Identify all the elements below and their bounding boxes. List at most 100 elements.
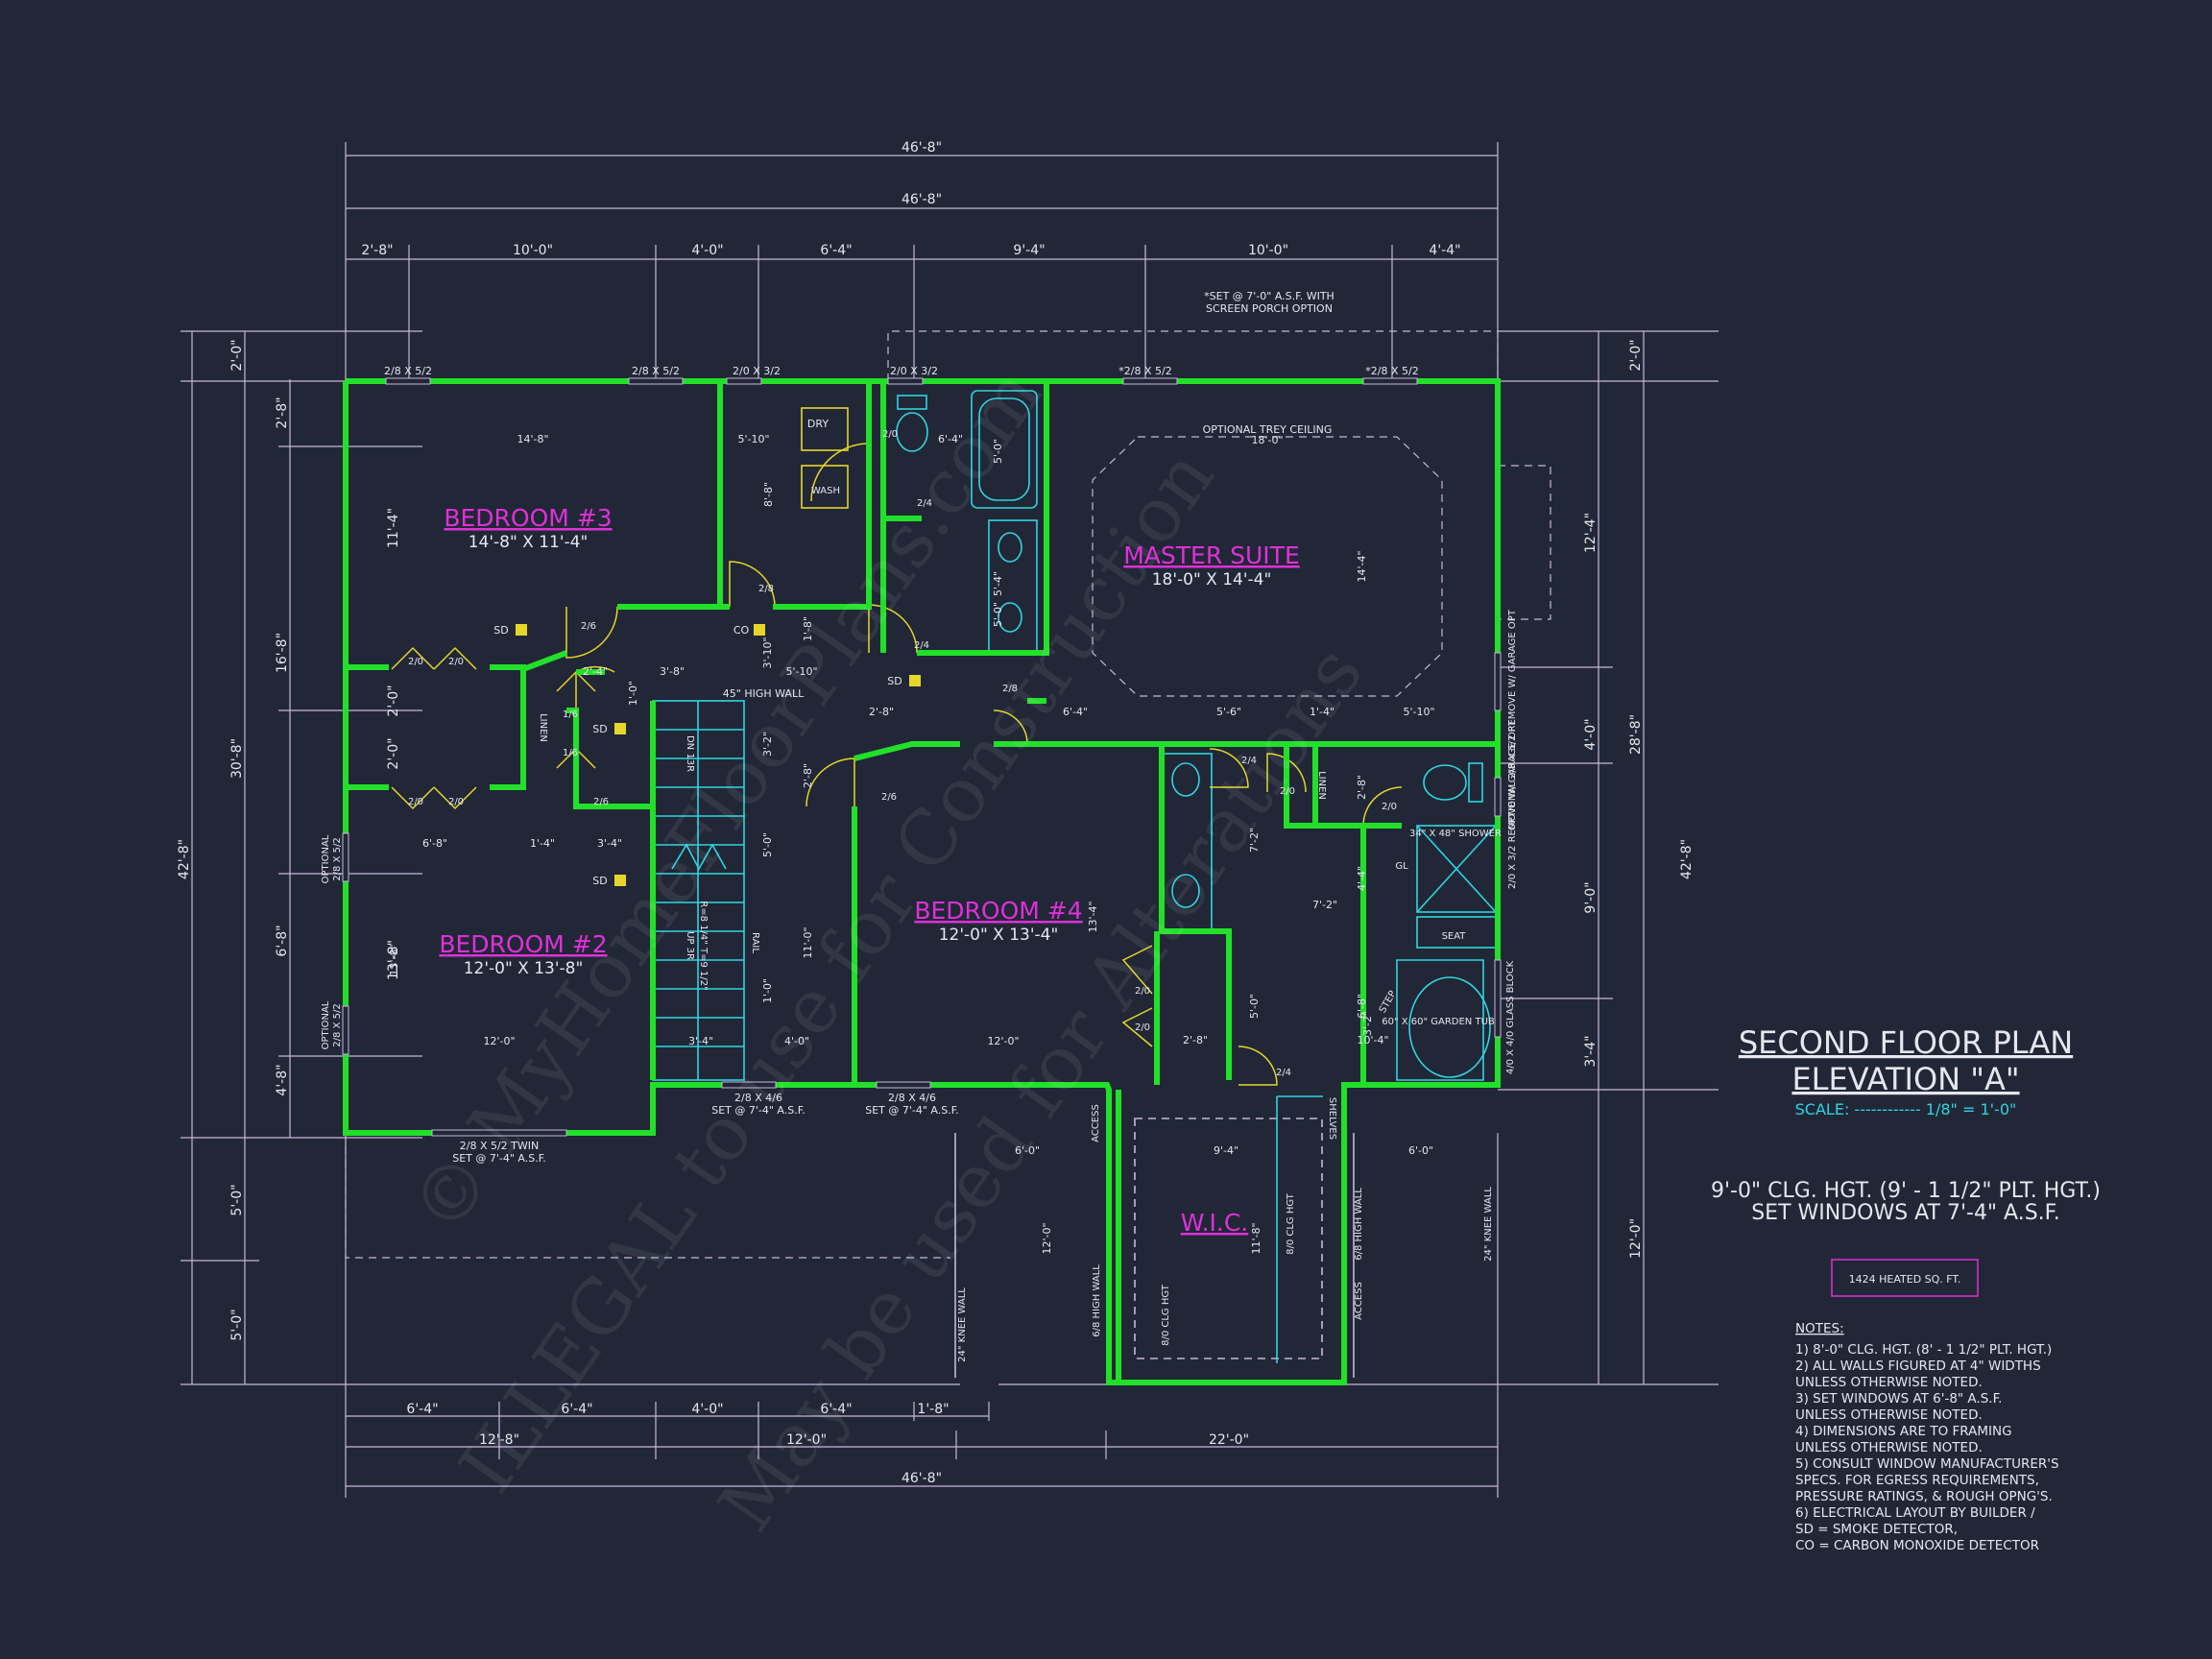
- window-label: 2/8 X 5/2: [384, 365, 432, 377]
- label-riser: R=8 1/4" T=9 1/2": [698, 901, 709, 990]
- interior-dim: 1'-4": [530, 837, 555, 850]
- dim-bottom-seg: 6'-4": [406, 1402, 438, 1417]
- label-sd: SD: [592, 723, 607, 735]
- interior-dim: 3'-2": [761, 732, 774, 757]
- label-access: ACCESS: [1091, 1104, 1101, 1142]
- window-label: *2/8 X 5/2: [1365, 365, 1418, 377]
- interior-dim: 13'-8": [388, 944, 400, 975]
- interior-dim: 7'-2": [1312, 899, 1337, 911]
- label-clg-hgt: 8/0 CLG HGT: [1286, 1192, 1296, 1255]
- label-step: STEP: [1378, 989, 1399, 1015]
- door-size: 2/0: [448, 657, 464, 667]
- door-size: 2/0: [1382, 802, 1397, 812]
- dim-left-inner: 2'-0": [386, 737, 401, 769]
- interior-dim: 5'-10": [737, 433, 769, 445]
- label-washer: WASH: [811, 486, 840, 496]
- dim-top-seg: 2'-8": [361, 243, 393, 258]
- interior-dimensions: 14'-8" 5'-10" 6'-4" 5'-0" 8'-8" 18'-0" 1…: [388, 433, 1435, 1255]
- interior-dim: 6'-8": [1356, 994, 1368, 1019]
- interior-dim: 3'-10": [761, 637, 774, 668]
- annotations: *SET @ 7'-0" A.S.F. WITH SCREEN PORCH OP…: [538, 290, 1502, 1362]
- interior-dim: 1'-0": [761, 978, 774, 1003]
- note-line: 6) ELECTRICAL LAYOUT BY BUILDER /: [1795, 1505, 2035, 1521]
- label-co: CO: [733, 624, 750, 637]
- dim-left-main: 30'-8": [229, 738, 245, 779]
- door-size: 2/6: [593, 797, 609, 807]
- door-size: 2/0: [448, 797, 464, 807]
- interior-dim: 8'-8": [762, 482, 775, 507]
- dim-top-seg: 4'-0": [691, 243, 723, 258]
- door-size: 2/4: [1276, 1068, 1291, 1078]
- window-label-right: 4/0 X 4/0 GLASS BLOCK: [1505, 960, 1516, 1074]
- window-label-right: 2/0 X 3/2 REMOVE W/ GARAGE OPT: [1507, 719, 1518, 889]
- label-linen: LINEN: [1316, 771, 1327, 800]
- dim-left-inner: 6'-8": [275, 925, 290, 956]
- left-dimensions: 42'-8" 30'-8" 2'-0" 5'-0" 5'-0" 2'-8" 16…: [177, 339, 401, 1340]
- label-sd: SD: [493, 624, 508, 637]
- note-line: 2) ALL WALLS FIGURED AT 4" WIDTHS: [1795, 1358, 2041, 1374]
- interior-dim: 4'-4": [1356, 866, 1368, 891]
- interior-dim: 6'-0": [1408, 1144, 1433, 1157]
- door-size: 2/0: [1135, 1022, 1150, 1033]
- fixtures: [652, 390, 1497, 1378]
- optional-outlines: [345, 330, 1551, 1259]
- room-name-bedroom4: BEDROOM #4: [914, 897, 1082, 925]
- interior-dim: 12'-0": [1041, 1222, 1053, 1254]
- label-dryer: DRY: [807, 418, 829, 430]
- door-labels: 2/6 2/0 2/0 1/6 1/6 2/6 2/0 2/0 2/4 2/4 …: [408, 429, 1397, 1078]
- dim-bottom-seg: 1'-8": [917, 1402, 949, 1417]
- interior-dim: 4'-0": [784, 1035, 809, 1047]
- label-tub: 60" X 60" GARDEN TUB: [1382, 1017, 1495, 1027]
- interior-dim: 5'-10": [1403, 706, 1434, 718]
- door-size: 2/6: [581, 621, 596, 632]
- label-sd: SD: [887, 675, 902, 687]
- door-size: 2/4: [917, 498, 932, 509]
- door-size: 2/0: [882, 429, 898, 440]
- label-knee-wall: 24" KNEE WALL: [1483, 1187, 1494, 1262]
- notes-block: NOTES: 1) 8'-0" CLG. HGT. (8' - 1 1/2" P…: [1795, 1321, 2059, 1553]
- interior-dim: 18'-0": [1251, 434, 1283, 446]
- dim-bottom-seg: 4'-0": [691, 1402, 723, 1417]
- window-label-bottom: 2/8 X 4/6: [888, 1092, 936, 1104]
- dim-top-seg: 9'-4": [1013, 243, 1045, 258]
- interior-dim: 2'-4": [583, 665, 608, 678]
- dim-top-seg: 4'-4": [1429, 243, 1460, 258]
- dim-left-inner: 16'-8": [275, 633, 290, 673]
- room-size-master: 18'-0" X 14'-4": [1152, 570, 1272, 589]
- interior-dim: 5'-0": [992, 439, 1004, 464]
- plan-title: SECOND FLOOR PLAN: [1739, 1024, 2073, 1061]
- dimension-lines: [180, 142, 1719, 1498]
- interior-dim: 11'-8": [1250, 1222, 1262, 1254]
- interior-dim: 1'-8": [802, 616, 814, 641]
- room-labels: BEDROOM #3 14'-8" X 11'-4" BEDROOM #2 12…: [439, 504, 1299, 1237]
- interior-dim: 6'-0": [1015, 1144, 1040, 1157]
- label-knee-wall: 24" KNEE WALL: [957, 1287, 968, 1362]
- room-name-bedroom3: BEDROOM #3: [444, 504, 612, 532]
- label-shelves: SHELVES: [1327, 1097, 1337, 1140]
- door-size: 2/4: [914, 640, 929, 651]
- interior-dim: 3'-8": [660, 665, 685, 678]
- dim-bottom-seg: 6'-4": [561, 1402, 592, 1417]
- smoke-detector-icon: [909, 675, 921, 686]
- door-size: 1/6: [563, 709, 578, 720]
- bottom-dimensions: 6'-4" 6'-4" 4'-0" 6'-4" 1'-8" 12'-8" 12'…: [406, 1402, 1249, 1486]
- window-label-bottom: 2/8 X 5/2 TWIN: [460, 1140, 540, 1152]
- note-line: 1) 8'-0" CLG. HGT. (8' - 1 1/2" PLT. HGT…: [1795, 1342, 2052, 1358]
- interior-dim: 10'-4": [1357, 1034, 1388, 1046]
- interior-dim: 3'-4": [688, 1035, 713, 1047]
- interior-dim: 5'-0": [992, 602, 1004, 627]
- detectors: SD CO SD SD SD: [493, 624, 921, 887]
- label-gl: GL: [1395, 861, 1408, 872]
- dim-right-inner: 4'-0": [1583, 718, 1599, 750]
- window-label: 2/0 X 3/2: [733, 365, 781, 377]
- dim-top-seg: 6'-4": [820, 243, 852, 258]
- interior-dim: 6'-8": [422, 837, 447, 850]
- interior-dim: 2'-8": [1183, 1034, 1208, 1046]
- window-label-right: OPTIONAL 2/8 X 5/2 REMOVE W/ GARAGE OPT: [1507, 609, 1518, 830]
- interior-dim: 7'-2": [1248, 828, 1261, 853]
- interior-dim: 2'-8": [1356, 775, 1368, 800]
- interior-dim: 1'-4": [1310, 706, 1334, 718]
- window-label: *2/8 X 5/2: [1118, 365, 1171, 377]
